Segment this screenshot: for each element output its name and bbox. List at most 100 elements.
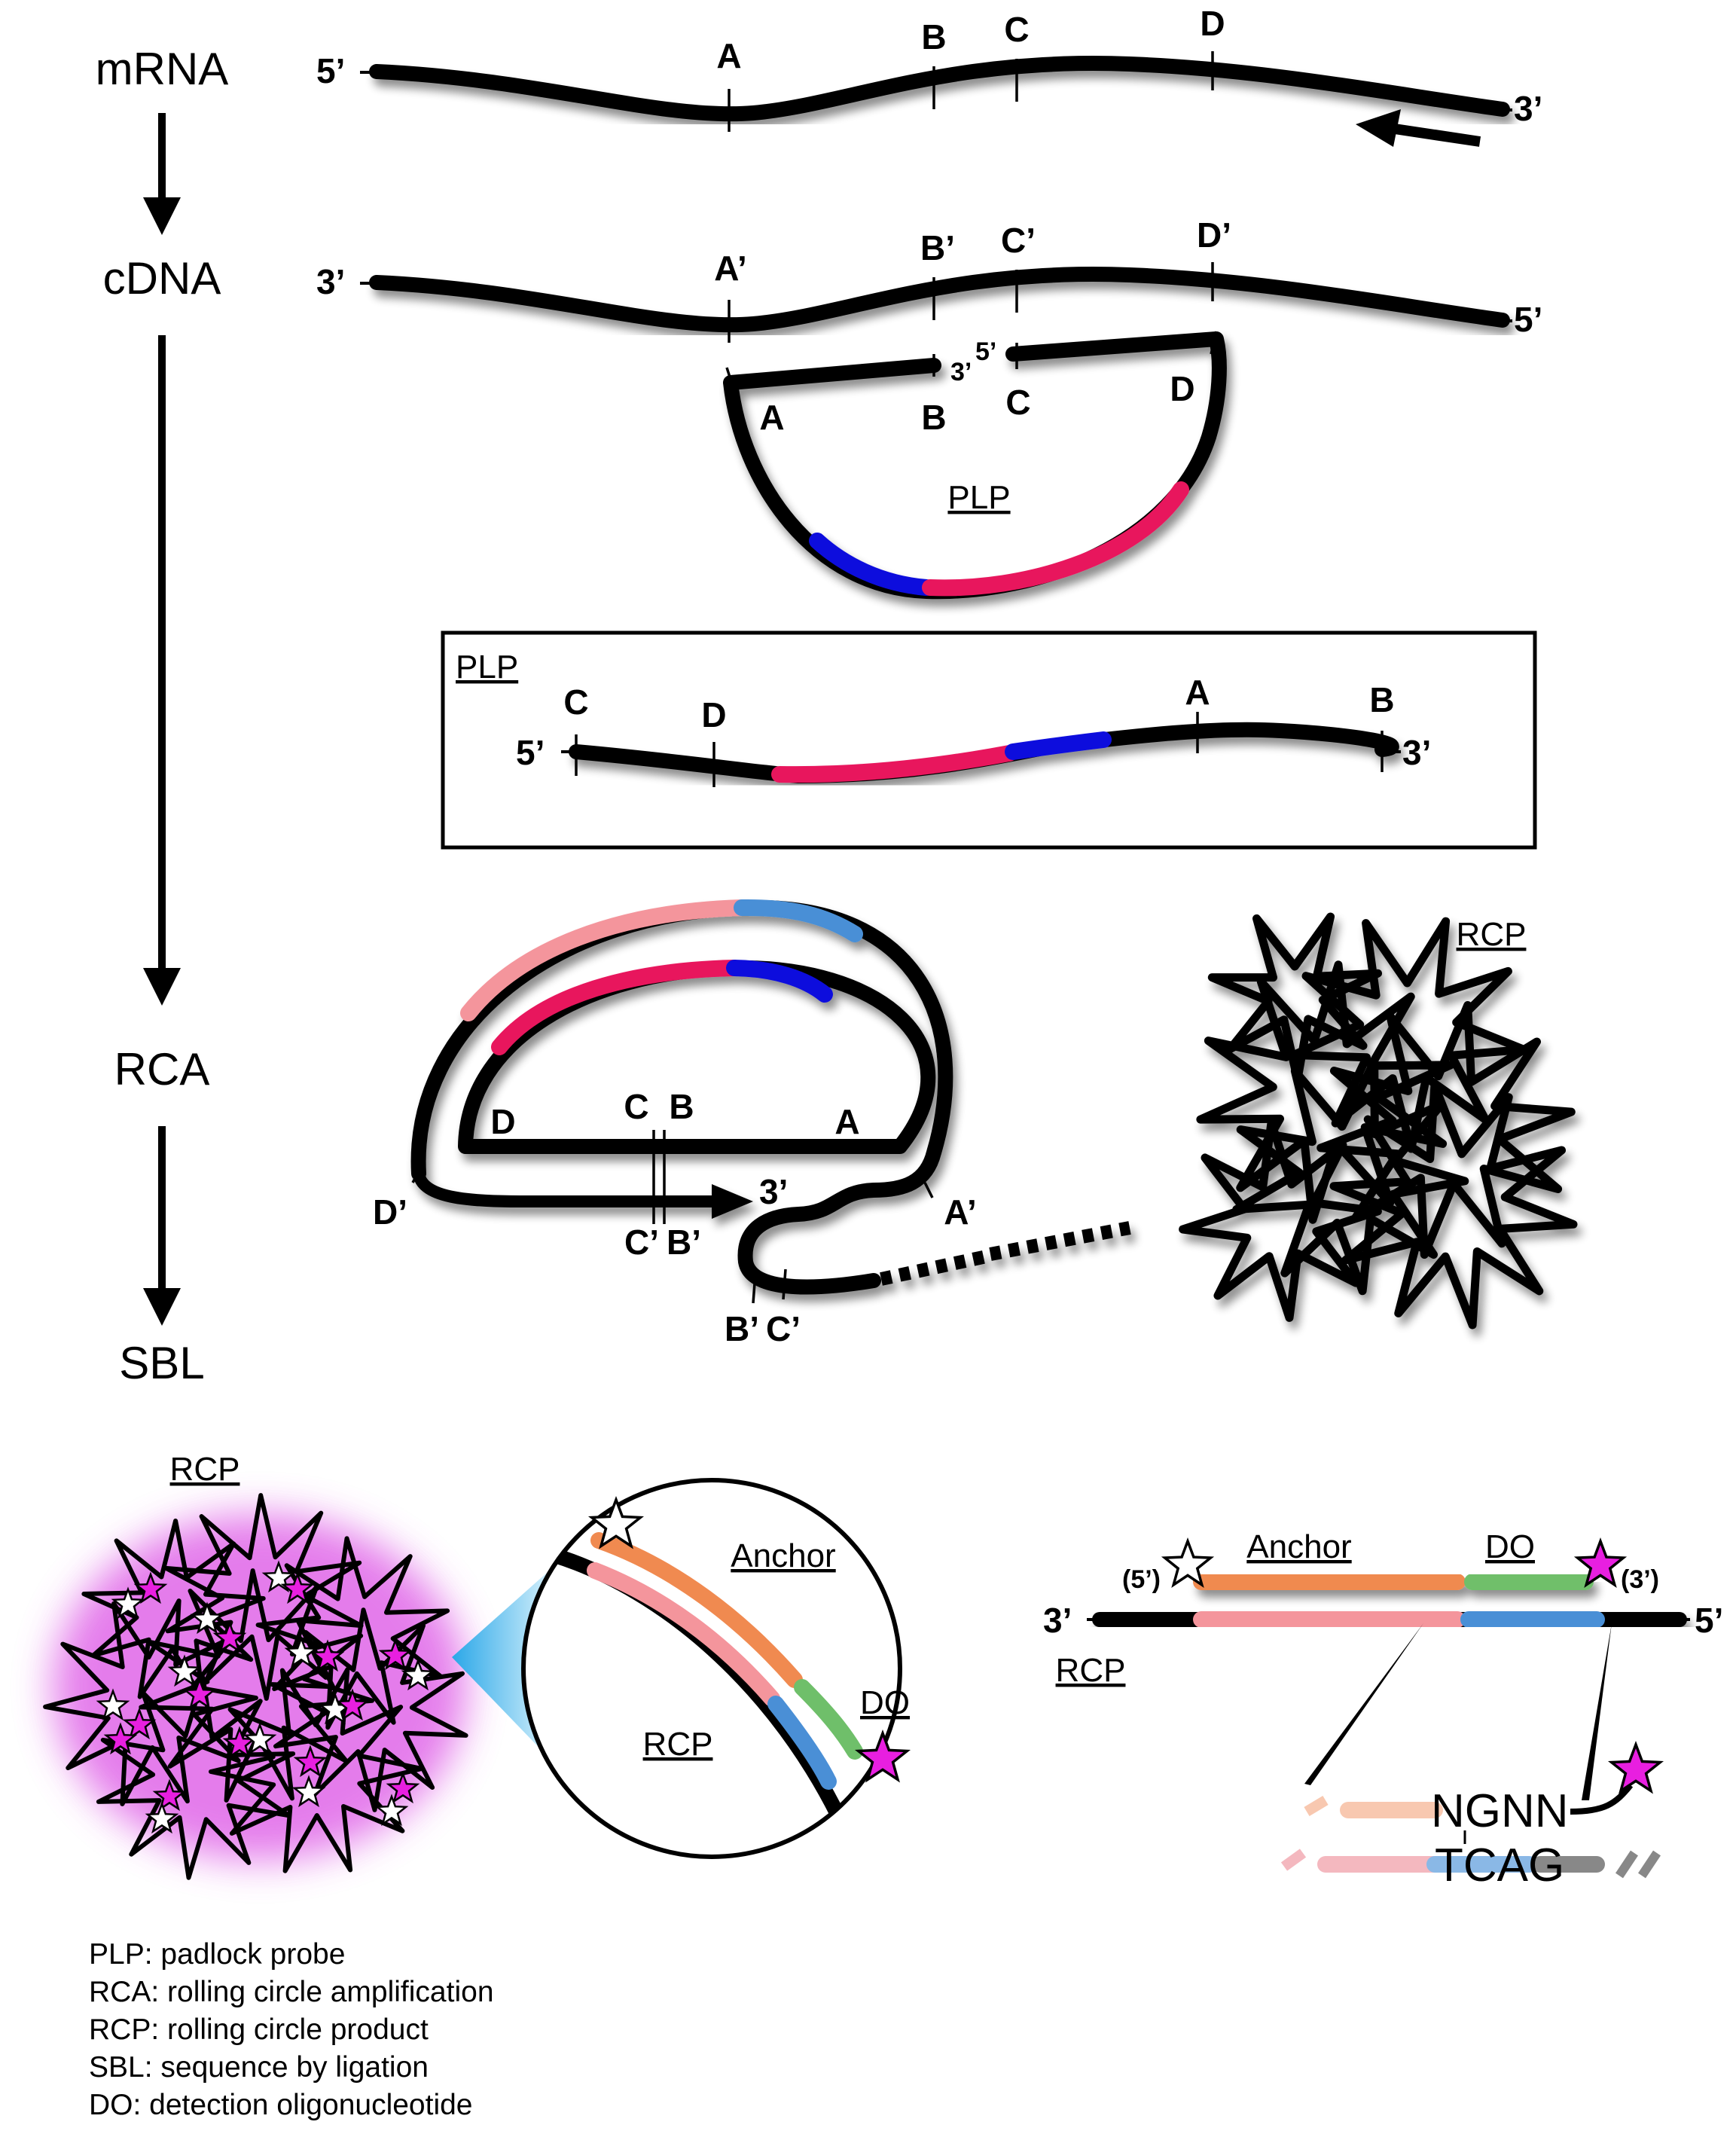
mrna-three-prime: 3’ <box>1514 89 1542 128</box>
magenta-star-icon <box>103 1722 138 1755</box>
arrow-icon <box>143 335 181 1006</box>
white-star-icon <box>291 1775 326 1808</box>
svg-text:B: B <box>1369 680 1394 719</box>
magenta-star-icon <box>133 1571 168 1604</box>
sbl-five-prime-paren: (5’) <box>1122 1565 1161 1594</box>
plp-box-label: PLP <box>456 649 518 685</box>
magenta-star-icon <box>378 1638 413 1671</box>
white-star-icon <box>96 1688 130 1721</box>
magenta-star-icon <box>335 1688 370 1721</box>
rcp-with-stars: RCP <box>43 1451 468 1880</box>
magenta-star-icon <box>122 1707 157 1740</box>
base-detail: NGNN TCAG <box>1280 1741 1664 1891</box>
sbl-detail: 3’ 5’ RCP Anchor DO (5’) (3’) NGNN TCAG <box>1043 1528 1723 1891</box>
magenta-star-icon <box>386 1771 420 1804</box>
legend-item: DO: detection oligonucleotide <box>89 2089 473 2121</box>
plp-box-five-prime: 5’ <box>516 733 545 772</box>
site-a-prime-marker: A’ <box>714 249 747 343</box>
step-sbl: SBL <box>119 1338 204 1388</box>
rcp-label-lower: RCP <box>170 1451 240 1488</box>
rca-site-c-prime-outer: C’ <box>766 1309 801 1348</box>
plp-site-b: B <box>921 398 946 437</box>
svg-text:C’: C’ <box>1001 221 1036 260</box>
white-star-icon <box>145 1801 179 1834</box>
magenta-star-icon <box>310 1639 345 1672</box>
plp-three-prime: 3’ <box>950 358 972 386</box>
svg-text:D’: D’ <box>1197 215 1231 255</box>
rca-site-c-prime-inner: C’ <box>624 1223 659 1262</box>
sbl-rcp-label: RCP <box>1056 1652 1126 1689</box>
zoom-circle: Anchor DO RCP <box>521 1478 911 1859</box>
magenta-star-icon <box>212 1620 247 1653</box>
zoom-anchor-label: Anchor <box>731 1537 835 1574</box>
plp-box-site-a: A <box>1185 673 1210 753</box>
step-column: mRNA cDNA RCA SBL <box>96 44 229 1388</box>
site-b-marker: B <box>921 17 947 109</box>
step-mrna: mRNA <box>96 44 229 94</box>
svg-text:B’: B’ <box>920 228 955 267</box>
svg-text:A’: A’ <box>714 249 746 288</box>
rca-diagram: D C B A D’ 3’ C’ B’ A’ B’ C’ <box>373 899 1131 1348</box>
white-star-icon <box>284 1635 319 1668</box>
svg-text:D: D <box>1200 4 1225 43</box>
plp-site-c: C <box>1005 383 1030 422</box>
white-star-icon <box>374 1794 409 1827</box>
rca-site-b-prime-outer: B’ <box>725 1309 759 1348</box>
white-star-icon <box>1161 1537 1215 1588</box>
svg-text:B: B <box>921 17 946 56</box>
arrow-icon <box>143 113 181 235</box>
rca-site-c: C <box>624 1087 648 1126</box>
rcp-base-sequence: TCAG <box>1435 1839 1564 1891</box>
plp-box-site-c: C <box>563 682 589 776</box>
plp-linear-box: PLP 5’ 3’ C D A B <box>441 630 1537 850</box>
plp-box-three-prime: 3’ <box>1402 733 1431 772</box>
plp-box-site-d: D <box>701 695 727 787</box>
mrna-strand: 5’ 3’ A B C D <box>316 4 1542 147</box>
sbl-three-prime: 3’ <box>1043 1601 1072 1640</box>
magenta-star-icon <box>152 1778 187 1812</box>
legend-item: RCP: rolling circle product <box>89 2013 429 2046</box>
sbl-five-prime: 5’ <box>1695 1601 1723 1640</box>
white-star-icon <box>587 1496 645 1549</box>
arrow-icon <box>143 1126 181 1326</box>
magenta-star-icon <box>1573 1537 1628 1588</box>
rca-site-b: B <box>669 1087 694 1126</box>
cdna-strand: 3’ 5’ A’ B’ C’ D’ <box>316 215 1542 343</box>
white-star-icon <box>243 1722 277 1755</box>
rca-three-prime: 3’ <box>759 1172 788 1211</box>
magenta-star-icon <box>854 1729 911 1783</box>
legend-item: PLP: padlock probe <box>89 1938 346 1971</box>
svg-text:C: C <box>563 682 588 722</box>
reverse-transcription-arrow-icon <box>1356 109 1481 147</box>
sbl-three-prime-paren: (3’) <box>1621 1565 1659 1594</box>
plp-site-a: A <box>759 398 784 437</box>
svg-text:D: D <box>701 695 726 734</box>
zoom-do-label: DO <box>860 1684 910 1721</box>
site-c-marker: C <box>1004 10 1030 102</box>
svg-text:A: A <box>1185 673 1210 712</box>
step-cdna: cDNA <box>103 253 221 304</box>
site-d-marker: D <box>1200 4 1225 90</box>
white-star-icon <box>261 1560 296 1593</box>
plp-site-d: D <box>1170 369 1194 408</box>
plp-box-site-b: B <box>1369 680 1395 772</box>
rca-site-a-prime: A’ <box>944 1192 976 1232</box>
rcp-label-upper: RCP <box>1457 916 1527 953</box>
legend-item: SBL: sequence by ligation <box>89 2051 429 2084</box>
site-d-prime-marker: D’ <box>1197 215 1231 301</box>
site-b-prime-marker: B’ <box>920 228 955 320</box>
magenta-star-icon <box>280 1571 315 1604</box>
cdna-five-prime: 5’ <box>1514 300 1542 339</box>
legend: PLP: padlock probe RCA: rolling circle a… <box>89 1936 494 2124</box>
rca-site-b-prime-inner: B’ <box>667 1223 701 1262</box>
site-a-marker: A <box>716 36 742 132</box>
cdna-three-prime: 3’ <box>316 262 345 301</box>
do-base-sequence: NGNN <box>1431 1785 1569 1837</box>
legend-item: RCA: rolling circle amplification <box>89 1976 494 2008</box>
zoom-rcp-label: RCP <box>643 1726 713 1763</box>
magenta-star-icon <box>1607 1741 1664 1794</box>
rca-site-d: D <box>490 1102 515 1141</box>
plp-label: PLP <box>947 479 1010 516</box>
mrna-five-prime: 5’ <box>316 51 345 90</box>
